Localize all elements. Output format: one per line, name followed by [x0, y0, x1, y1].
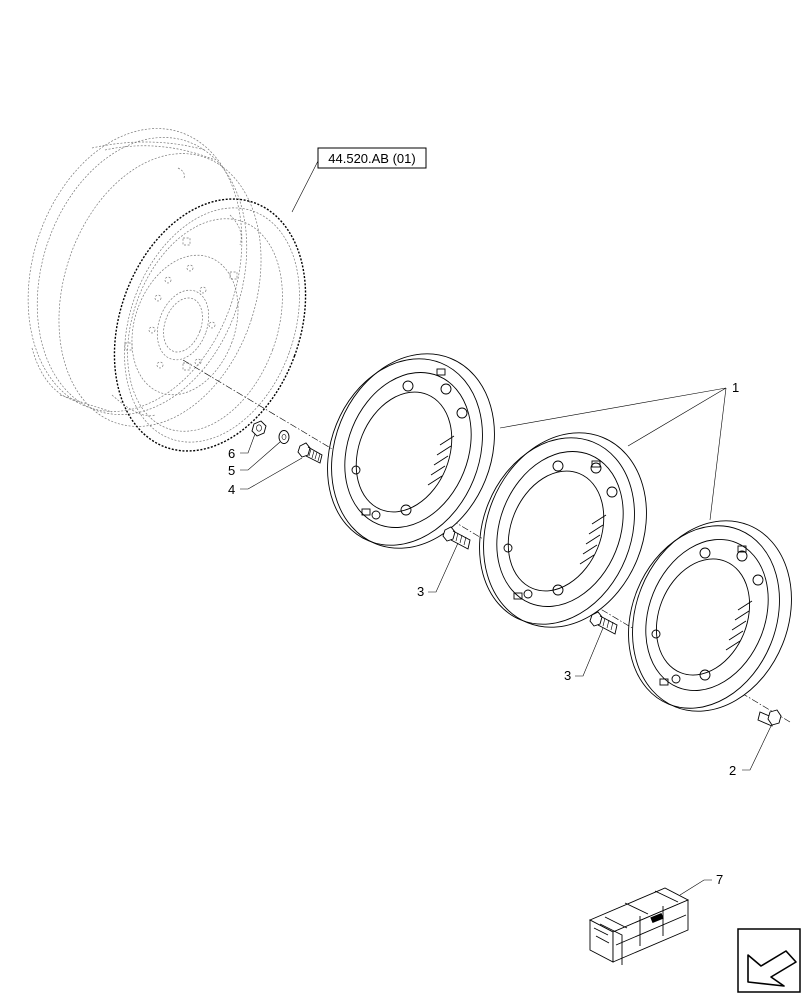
- callout-6[interactable]: 6: [228, 446, 235, 461]
- callout-3-b[interactable]: 3: [564, 668, 571, 683]
- reference-box[interactable]: 44.520.AB (01): [317, 147, 427, 169]
- crate-icon: [588, 887, 690, 965]
- nav-arrow-button[interactable]: [737, 928, 801, 993]
- part-4-stud: [297, 442, 323, 464]
- callout-2[interactable]: 2: [729, 763, 736, 778]
- callout-4[interactable]: 4: [228, 482, 235, 497]
- part-2-bolt: [757, 709, 782, 727]
- callout-5[interactable]: 5: [228, 463, 235, 478]
- callout-3-a[interactable]: 3: [417, 584, 424, 599]
- callout-7[interactable]: 7: [716, 872, 723, 887]
- wheel-rim-phantom: [27, 128, 307, 452]
- part-3-stud-a: [442, 526, 471, 550]
- part-6-nut: [251, 420, 267, 437]
- arrow-icon: [747, 950, 797, 987]
- reference-leader: [291, 160, 319, 213]
- spacer-ring-c: [628, 520, 792, 712]
- reference-label: 44.520.AB (01): [328, 151, 415, 166]
- spacer-ring-a: [327, 353, 495, 549]
- part-3-stud-b: [589, 611, 618, 635]
- spacer-ring-b: [479, 432, 647, 628]
- callout-1[interactable]: 1: [732, 380, 739, 395]
- callout-leaders: [240, 387, 772, 896]
- part-5-washer: [278, 430, 290, 444]
